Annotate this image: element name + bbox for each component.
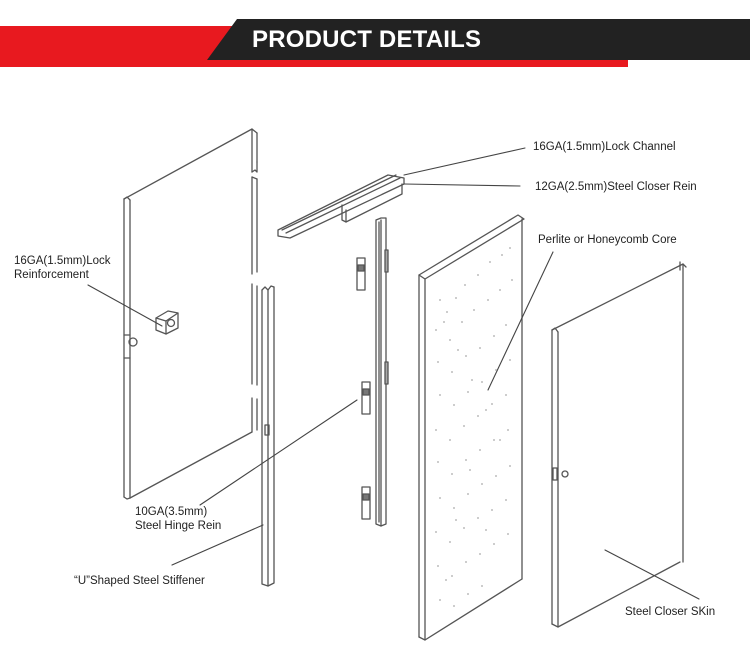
hinge-plates (356, 257, 371, 520)
honeycomb-core-panel (418, 214, 525, 641)
core-texture (435, 247, 513, 607)
leader-lines (87, 147, 700, 600)
hinge-rein-channel (375, 217, 389, 527)
page-title: PRODUCT DETAILS (252, 26, 482, 53)
lock-side-skin (123, 128, 258, 500)
label-stiffener: “U”Shaped Steel Stiffener (74, 575, 205, 587)
banner-black-stripe (207, 19, 750, 60)
u-shaped-stiffener (261, 285, 275, 587)
header-banner: PRODUCT DETAILS (0, 0, 750, 70)
label-lock-channel: 16GA(1.5mm)Lock Channel (533, 141, 676, 153)
label-lock-reinforcement: 16GA(1.5mm)Lock Reinforcement (14, 255, 111, 281)
label-hinge-rein: 10GA(3.5mm) Steel Hinge Rein (135, 506, 222, 532)
label-closer-skin: Steel Closer SKin (625, 606, 716, 618)
label-core: Perlite or Honeycomb Core (538, 234, 677, 246)
closer-side-skin (551, 261, 687, 628)
label-closer-rein: 12GA(2.5mm)Steel Closer Rein (535, 181, 697, 193)
lock-channel (277, 174, 405, 239)
